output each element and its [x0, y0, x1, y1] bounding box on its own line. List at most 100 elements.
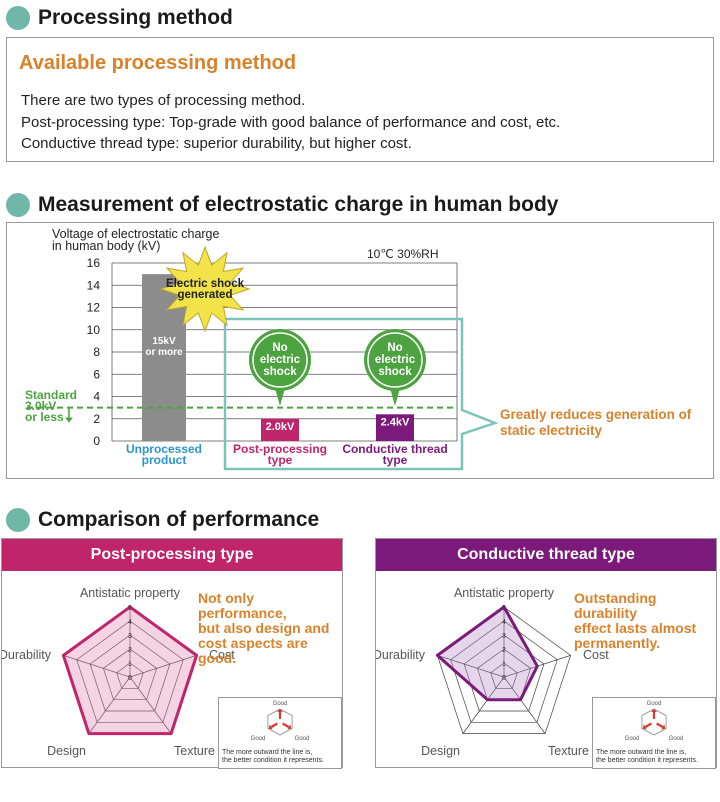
bubble-ring [252, 332, 308, 388]
radar-scale-label: 5 [128, 605, 132, 612]
condition-label: 10℃ 30%RH [367, 247, 439, 261]
radar-axis-label: Durability [376, 648, 426, 662]
radar-scale-label: 4 [128, 619, 132, 626]
radar-scale-label: 1 [502, 661, 506, 668]
bubble-label: No [272, 342, 287, 354]
bubble-label: No [387, 342, 402, 354]
radar-grid [490, 662, 518, 689]
bubble-label: shock [378, 366, 412, 378]
bubble-pointer [390, 388, 400, 406]
radar-axis-label: Texture [174, 744, 215, 758]
radar-grid [463, 634, 545, 712]
bar-value-label: or more [145, 347, 183, 358]
radar-series [435, 605, 539, 702]
method-heading: Available processing method [19, 52, 297, 74]
legend-good-label: Good [647, 701, 662, 707]
radar-scale-label: 3 [128, 633, 132, 640]
panel-title: Conductive thread type [376, 539, 716, 571]
bar-value-label: 2.0kV [266, 421, 295, 433]
section-dot-icon [6, 6, 30, 30]
radar-grid [102, 648, 158, 701]
y-tick-label: 0 [93, 434, 100, 448]
legend-good-label: Good [669, 736, 684, 742]
bubble-label: electric [260, 354, 301, 366]
legend-text: The more outward the line is, the better… [222, 749, 324, 765]
section-header-processing: Processing method [6, 5, 233, 31]
burst-label: generated [178, 289, 233, 301]
legend-good-label: Good [251, 736, 266, 742]
section-header-performance: Comparison of performance [6, 507, 319, 533]
note-line: cost aspects are good. [198, 635, 308, 666]
no-shock-bubble [249, 329, 311, 391]
radar-axis-label: Cost [583, 648, 609, 662]
y-axis-label: Voltage of electrostatic charge [52, 227, 220, 241]
legend-good-label: Good [625, 736, 640, 742]
y-tick-label: 12 [87, 301, 101, 315]
radar-spoke [129, 676, 172, 734]
bubble-ring [367, 332, 423, 388]
note-line: Outstanding durability [574, 590, 657, 621]
burst-label: Electric shock [166, 278, 245, 290]
radar-scale-label: 2 [502, 647, 506, 654]
category-label: Unprocessed [126, 442, 202, 456]
radar-spoke [88, 676, 131, 734]
burst-icon [159, 245, 251, 333]
bubble-label: shock [263, 366, 297, 378]
legend-line: the better condition it represents. [596, 757, 698, 764]
radar-axis-label: Antistatic property [80, 586, 181, 600]
y-tick-label: 14 [87, 278, 101, 292]
legend-outline [641, 708, 667, 736]
method-line: Conductive thread type: superior durabil… [21, 135, 412, 152]
radar-scale-label: 5 [502, 605, 506, 612]
radar-spoke [63, 655, 131, 678]
panel-title: Post-processing type [2, 539, 342, 571]
radar-axis-label: Durability [2, 648, 52, 662]
section-dot-icon [6, 193, 30, 217]
note-line: but also design and [198, 620, 330, 636]
method-line: There are two types of processing method… [21, 92, 306, 109]
section-title: Processing method [38, 6, 233, 29]
y-tick-label: 8 [93, 345, 100, 359]
legend-text: The more outward the line is, the better… [596, 749, 698, 765]
method-line: Post-processing type: Top-grade with goo… [21, 114, 561, 131]
bar [261, 418, 299, 441]
y-tick-label: 10 [87, 323, 101, 337]
legend-outline [267, 708, 293, 736]
category-label: product [142, 453, 187, 467]
category-label: type [383, 453, 408, 467]
arrow-down-icon [65, 417, 73, 423]
note-line: permanently. [574, 635, 661, 651]
radar-spoke [129, 655, 197, 678]
radar-grid [89, 634, 171, 712]
radar-axis-label: Cost [209, 648, 235, 662]
legend-good-label: Good [295, 736, 310, 742]
radar-axis-label: Texture [548, 744, 589, 758]
highlight-box [223, 317, 499, 471]
bar [376, 414, 414, 441]
bubble-label: electric [375, 354, 416, 366]
legend-arrow-icon [642, 724, 647, 730]
section-header-measurement: Measurement of electrostatic charge in h… [6, 192, 558, 218]
panel-note: Not only performance, but also design an… [198, 591, 342, 666]
note-line: effect lasts almost [574, 620, 697, 636]
standard-label: Standard [25, 388, 77, 402]
legend-good-label: Good [273, 701, 288, 707]
radar-series [61, 605, 199, 736]
category-label: Conductive thread [342, 442, 447, 456]
legend-arrow-icon [644, 722, 652, 728]
section-title: Measurement of electrostatic charge in h… [38, 193, 559, 216]
radar-scale-label: 2 [128, 647, 132, 654]
callout-text: static electricity [500, 423, 603, 438]
legend-arrow-icon [656, 722, 664, 728]
legend-arrow-icon [270, 722, 278, 728]
note-line: Not only performance, [198, 590, 287, 621]
legend-line: The more outward the line is, [596, 749, 687, 756]
